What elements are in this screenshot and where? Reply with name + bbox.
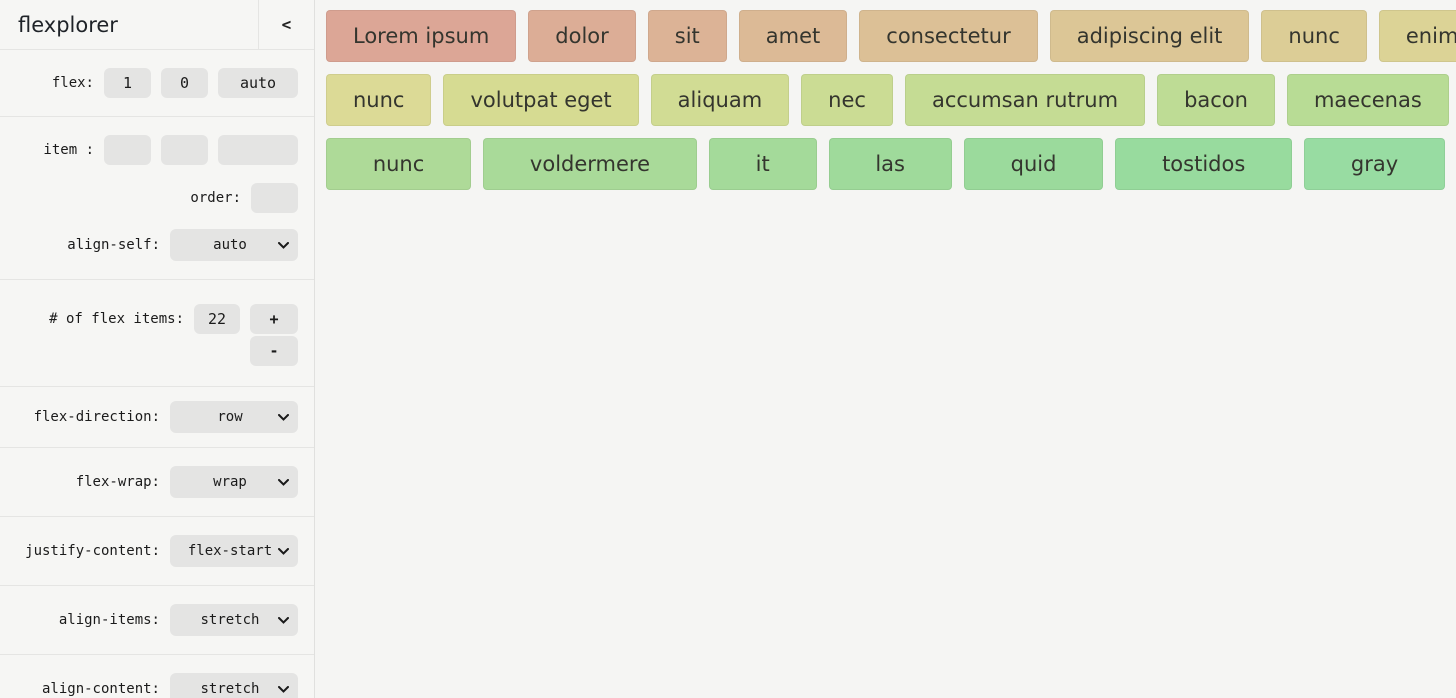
- flex-direction-value: row: [217, 409, 243, 425]
- section-flex-wrap: flex-wrap: wrap: [0, 448, 314, 517]
- flex-item[interactable]: nunc: [1261, 10, 1367, 62]
- flex-item[interactable]: enim: [1378, 10, 1456, 62]
- flex-item[interactable]: it: [708, 138, 817, 190]
- flex-item[interactable]: accumsan rutrum: [904, 74, 1146, 126]
- flex-item[interactable]: Lorem ipsum: [326, 10, 517, 62]
- order-label: order:: [190, 190, 241, 206]
- flex-item[interactable]: consectetur: [859, 10, 1038, 62]
- flex-wrap-select[interactable]: wrap: [170, 466, 298, 498]
- justify-content-label: justify-content:: [25, 543, 160, 559]
- flex-direction-label: flex-direction:: [33, 409, 160, 425]
- collapse-cell: <: [258, 0, 314, 49]
- flex-shrink-input[interactable]: [161, 68, 208, 98]
- section-flex-direction: flex-direction: row: [0, 387, 314, 448]
- section-flex: flex:: [0, 50, 314, 117]
- flex-item[interactable]: maecenas: [1286, 74, 1449, 126]
- flex-item[interactable]: gray: [1304, 138, 1445, 190]
- align-items-label: align-items:: [58, 612, 160, 628]
- flex-item[interactable]: quid: [963, 138, 1104, 190]
- chevron-down-icon: [278, 479, 289, 486]
- flex-item[interactable]: tostidos: [1115, 138, 1293, 190]
- section-count: # of flex items: + -: [0, 280, 314, 387]
- flex-basis-input[interactable]: [218, 68, 298, 98]
- decrement-items-button[interactable]: -: [250, 336, 298, 366]
- align-self-select[interactable]: auto: [170, 229, 298, 261]
- section-align-items: align-items: stretch: [0, 586, 314, 655]
- item-basis-input[interactable]: [218, 135, 298, 165]
- align-items-value: stretch: [200, 612, 260, 628]
- flex-item[interactable]: sit: [647, 10, 727, 62]
- flex-item[interactable]: las: [828, 138, 952, 190]
- flex-label: flex:: [51, 75, 94, 91]
- align-content-select[interactable]: stretch: [170, 673, 298, 698]
- justify-content-select[interactable]: flex-start: [170, 535, 298, 567]
- chevron-down-icon: [278, 548, 289, 555]
- flex-item[interactable]: bacon: [1157, 74, 1275, 126]
- app-title: flexplorer: [18, 12, 118, 37]
- stepper: + -: [250, 304, 298, 366]
- align-content-value: stretch: [200, 681, 260, 697]
- chevron-down-icon: [278, 617, 289, 624]
- flex-items-count-label: # of flex items:: [49, 311, 184, 327]
- flex-grow-input[interactable]: [104, 68, 151, 98]
- section-align-content: align-content: stretch: [0, 655, 314, 698]
- justify-content-value: flex-start: [187, 543, 273, 559]
- chevron-down-icon: [278, 414, 289, 421]
- align-items-select[interactable]: stretch: [170, 604, 298, 636]
- flex-item[interactable]: nunc: [326, 74, 432, 126]
- order-input[interactable]: [251, 183, 298, 213]
- flex-items-count-input[interactable]: [194, 304, 240, 334]
- flex-item[interactable]: adipiscing elit: [1049, 10, 1250, 62]
- sidebar-header: flexplorer <: [0, 0, 314, 50]
- flex-item[interactable]: volutpat eget: [443, 74, 639, 126]
- section-justify-content: justify-content: flex-start: [0, 517, 314, 586]
- chevron-down-icon: [278, 686, 289, 693]
- increment-items-button[interactable]: +: [250, 304, 298, 334]
- flex-item[interactable]: amet: [738, 10, 848, 62]
- item-grow-input[interactable]: [104, 135, 151, 165]
- flex-wrap-label: flex-wrap:: [75, 474, 160, 490]
- item-shrink-input[interactable]: [161, 135, 208, 165]
- chevron-down-icon: [278, 242, 289, 249]
- sidebar: flexplorer < flex: item : order:: [0, 0, 315, 698]
- align-content-label: align-content:: [41, 681, 160, 697]
- flex-item[interactable]: nunc: [326, 138, 472, 190]
- item-label: item :: [43, 142, 94, 158]
- flex-direction-select[interactable]: row: [170, 401, 298, 433]
- flex-item[interactable]: voldermere: [483, 138, 697, 190]
- flex-item[interactable]: nec: [801, 74, 893, 126]
- section-item: item : order: align-self: auto: [0, 117, 314, 280]
- flex-item[interactable]: aliquam: [650, 74, 790, 126]
- flex-item[interactable]: dolor: [528, 10, 636, 62]
- align-self-label: align-self:: [67, 237, 160, 253]
- align-self-value: auto: [213, 237, 247, 253]
- collapse-sidebar-button[interactable]: <: [281, 15, 292, 34]
- flex-wrap-value: wrap: [213, 474, 247, 490]
